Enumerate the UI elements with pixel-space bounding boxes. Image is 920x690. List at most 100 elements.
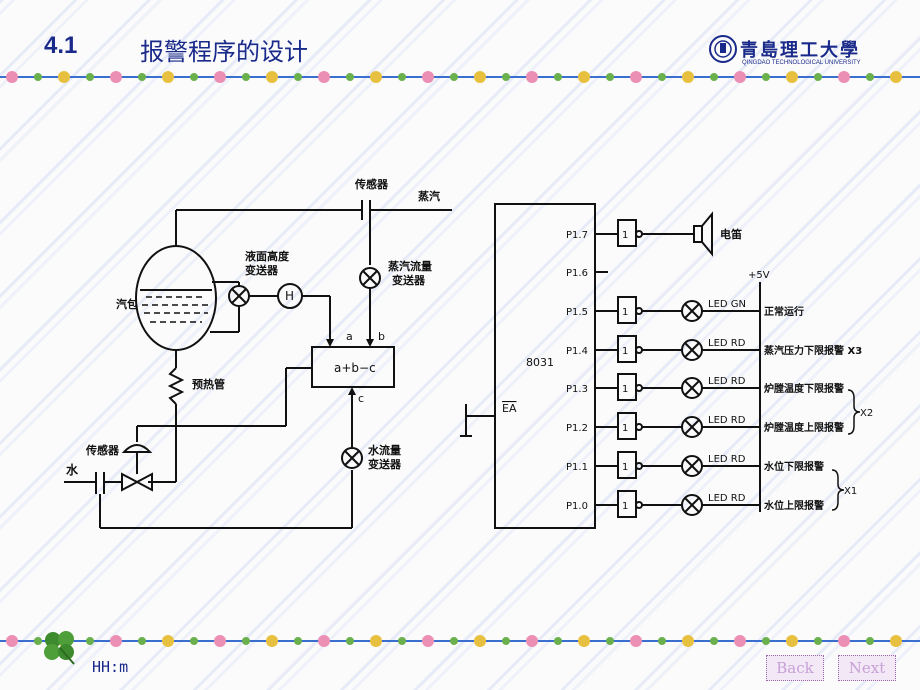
bead-dot: [34, 73, 42, 81]
bead-dot: [346, 637, 354, 645]
bead-dot: [294, 637, 302, 645]
pin-label-1: P1.4: [566, 346, 588, 357]
preheater-coil: [167, 367, 185, 405]
pin-label-5: P1.0: [566, 501, 588, 512]
bead-dot: [6, 71, 18, 83]
drum-label: 汽包: [116, 297, 138, 311]
bead-dot: [214, 71, 226, 83]
clover-icon: [44, 631, 75, 665]
sensor-top-label: 传感器: [354, 177, 389, 191]
bead-dot: [786, 71, 798, 83]
bead-dot: [242, 637, 250, 645]
led-row-part: [684, 497, 700, 513]
bead-dot: [190, 637, 198, 645]
buzzer-label: 电笛: [720, 227, 742, 241]
bead-dot: [814, 637, 822, 645]
bead-dot: [786, 635, 798, 647]
led-type-4: LED RD: [708, 454, 746, 465]
pin-label-3: P1.2: [566, 423, 588, 434]
bead-dot: [578, 71, 590, 83]
inverter-label-0: 1: [622, 307, 628, 318]
bead-dot: [866, 637, 874, 645]
led-row-part: [684, 380, 700, 396]
bead-dot: [370, 635, 382, 647]
university-subtitle: QINGDAO TECHNOLOGICAL UNIVERSITY: [742, 60, 861, 66]
bead-dot: [242, 73, 250, 81]
bead-dot: [658, 637, 666, 645]
pin-label-0: P1.5: [566, 307, 588, 318]
bead-dot: [214, 635, 226, 647]
page-title: 报警程序的设计: [140, 38, 308, 66]
inverter-label-5: 1: [622, 501, 628, 512]
inverter-p17-label: 1: [622, 230, 628, 241]
next-button[interactable]: Next: [838, 655, 896, 681]
bead-dot: [502, 637, 510, 645]
led-row-part: [684, 342, 700, 358]
led-type-3: LED RD: [708, 415, 746, 426]
bead-dot: [190, 73, 198, 81]
junction-a: a: [346, 330, 353, 343]
bead-dot: [450, 73, 458, 81]
back-button[interactable]: Back: [766, 655, 824, 681]
bead-dot: [710, 73, 718, 81]
inverter-label-2: 1: [622, 384, 628, 395]
bead-dot: [734, 71, 746, 83]
bead-dot: [814, 73, 822, 81]
led-desc-3: 炉膛温度上限报警: [764, 421, 844, 434]
bead-dot: [838, 71, 850, 83]
inverter-label-3: 1: [622, 423, 628, 434]
footer-code: HH:m: [92, 658, 129, 676]
bead-dot: [890, 635, 902, 647]
inverter-label-1: 1: [622, 346, 628, 357]
bead-dot: [162, 71, 174, 83]
bead-dot: [630, 71, 642, 83]
bead-dot: [294, 73, 302, 81]
bead-dot: [450, 637, 458, 645]
led-row-part: [635, 423, 643, 431]
section-number: 4.1: [44, 32, 78, 59]
bead-dot: [710, 637, 718, 645]
water-flow-label-1: 水流量: [368, 443, 401, 457]
bead-dot: [318, 71, 330, 83]
junction-c: c: [358, 392, 364, 405]
bead-dot: [138, 637, 146, 645]
bead-dot: [682, 71, 694, 83]
bead-dot: [474, 71, 486, 83]
pin-label-2: P1.3: [566, 384, 588, 395]
steam-label: 蒸汽: [418, 189, 440, 203]
water-label: 水: [66, 462, 79, 477]
bead-dot: [734, 635, 746, 647]
led-row-part: [635, 346, 643, 354]
vcc-label: +5V: [748, 270, 770, 281]
led-row-part: [635, 384, 643, 392]
bead-dot: [630, 635, 642, 647]
preheater-label: 预热管: [192, 377, 225, 391]
sensor-bottom-label: 传感器: [85, 443, 120, 457]
ea-pin-label: EA: [502, 402, 517, 415]
buzzer: [701, 211, 713, 257]
steam-flow-label-1: 蒸汽流量: [388, 259, 432, 273]
bead-dot: [138, 73, 146, 81]
bead-dot: [554, 73, 562, 81]
chip-8031: [494, 203, 596, 529]
bead-dot: [318, 635, 330, 647]
university-seal-icon: [709, 35, 737, 63]
bottom-decoration-line: [0, 635, 920, 647]
bead-dot: [474, 635, 486, 647]
bead-dot: [398, 73, 406, 81]
bead-dot: [370, 71, 382, 83]
bead-dot: [6, 635, 18, 647]
bead-dot: [762, 73, 770, 81]
bead-dot: [606, 637, 614, 645]
junction-b: b: [378, 330, 385, 343]
led-desc-0: 正常运行: [764, 305, 804, 318]
bead-dot: [398, 637, 406, 645]
top-decoration-line: [0, 71, 920, 83]
bead-dot: [866, 73, 874, 81]
steam-flow-label-2: 变送器: [392, 273, 426, 287]
bead-dot: [266, 71, 278, 83]
led-row-part: [635, 307, 643, 315]
led-row-part: [684, 458, 700, 474]
bead-dot: [658, 73, 666, 81]
control-valve: [121, 472, 153, 492]
